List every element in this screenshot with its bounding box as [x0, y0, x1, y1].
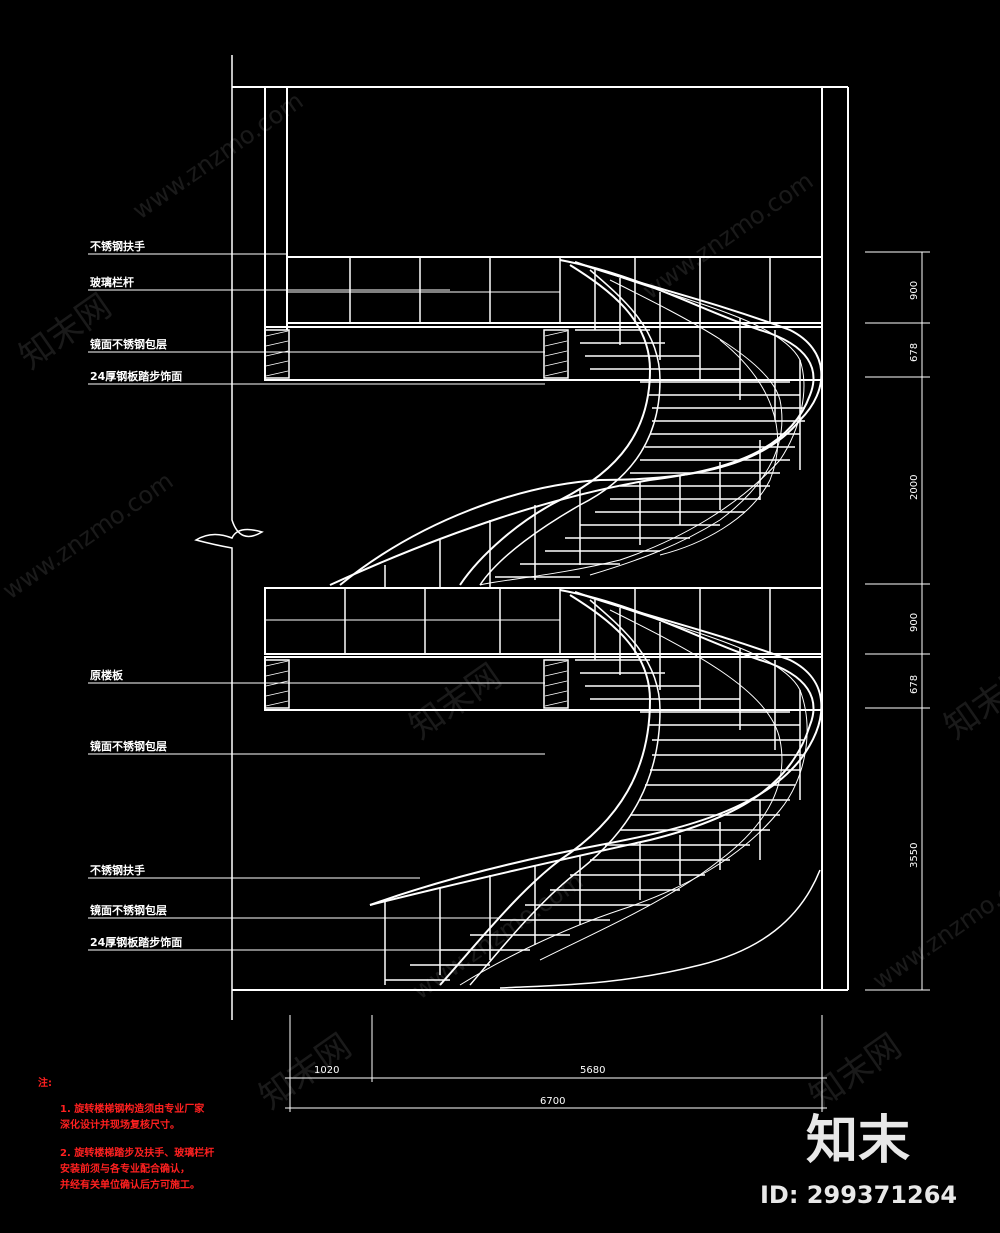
red-notes: 注: 1. 旋转楼梯钢构造须由专业厂家 深化设计并现场复核尺寸。 2. 旋转楼梯…	[38, 1076, 214, 1191]
upper-landing	[264, 256, 823, 381]
label-steel-beam-1: 24厚钢板踏步饰面	[90, 369, 182, 383]
upper-beam-right	[543, 329, 569, 379]
lower-outer-stringer	[369, 589, 815, 906]
lower-beam-left	[264, 659, 290, 709]
brand-logo: 知末 ID: 299371264	[760, 1111, 957, 1209]
dim-bottom-5680: 5680	[580, 1065, 605, 1076]
upper-balusters	[384, 268, 801, 588]
right-dimension-values: 900 678 2000 900 678 3550	[909, 281, 920, 868]
watermark-brand-3: 知末网	[252, 1026, 358, 1117]
watermark-site-5: www.znzmo.com	[867, 857, 1000, 995]
bottom-dimension-chain	[285, 1015, 827, 1112]
dim-right-678-b: 678	[909, 675, 920, 694]
notes-line-2c: 并经有关单位确认后方可施工。	[60, 1178, 200, 1191]
notes-title: 注:	[38, 1076, 52, 1089]
upper-beam-left	[264, 329, 290, 379]
upper-outer-stringer	[329, 259, 815, 586]
label-handrail-top: 不锈钢扶手	[90, 239, 145, 253]
notes-line-1a: 1. 旋转楼梯钢构造须由专业厂家	[60, 1102, 205, 1115]
left-break-line	[194, 55, 264, 1020]
lower-inner-stringer	[439, 594, 652, 986]
watermark-site-1: www.znzmo.com	[127, 87, 308, 225]
lower-guardrail	[264, 587, 823, 655]
lower-landing	[264, 587, 823, 711]
bottom-dimension-values: 1020 5680 6700	[314, 1065, 605, 1107]
watermark-site-2: www.znzmo.com	[637, 167, 818, 305]
dim-bottom-1020: 1020	[314, 1065, 339, 1076]
dim-right-900-b: 900	[909, 613, 920, 632]
label-floor-slab: 原楼板	[90, 668, 124, 682]
label-side-panel-1: 镜面不锈钢包层	[90, 337, 167, 351]
upper-inner-handrail	[479, 269, 661, 586]
dim-right-2000: 2000	[909, 475, 920, 500]
watermark-brand-4: 知末网	[802, 1026, 908, 1117]
label-balustrade: 玻璃栏杆	[90, 275, 134, 289]
logo-text: 知末	[806, 1111, 910, 1171]
upper-inner-stringer	[459, 264, 652, 586]
label-handrail-bottom: 不锈钢扶手	[90, 863, 145, 877]
right-dimension-chain	[865, 251, 930, 991]
label-side-panel-2: 镜面不锈钢包层	[90, 739, 167, 753]
lower-treads	[385, 659, 805, 981]
lower-beam-right	[543, 659, 569, 709]
leader-lines	[88, 253, 545, 951]
logo-id: ID: 299371264	[760, 1181, 957, 1209]
dim-right-900-a: 900	[909, 281, 920, 300]
notes-line-1b: 深化设计并现场复核尺寸。	[60, 1118, 180, 1131]
dim-bottom-6700: 6700	[540, 1096, 565, 1107]
watermark-brand-5: 知末网	[937, 656, 1000, 747]
watermark-brand-1: 知末网	[12, 286, 118, 377]
watermark-brand-2: 知末网	[402, 656, 508, 747]
dim-right-678-a: 678	[909, 343, 920, 362]
dim-right-3550: 3550	[909, 843, 920, 868]
notes-line-2b: 安装前须与各专业配合确认，	[60, 1162, 190, 1175]
lower-handrail	[369, 591, 823, 906]
notes-line-2a: 2. 旋转楼梯踏步及扶手、玻璃栏杆	[60, 1146, 214, 1159]
upper-treads	[495, 329, 805, 578]
upper-spiral-flight	[329, 259, 823, 586]
label-steel-beam-2: 24厚钢板踏步饰面	[90, 935, 182, 949]
watermark-site-3: www.znzmo.com	[0, 467, 178, 605]
annotation-labels: 不锈钢扶手 玻璃栏杆 镜面不锈钢包层 24厚钢板踏步饰面 原楼板 镜面不锈钢包层…	[90, 239, 182, 949]
lower-inner-handrail	[469, 599, 661, 986]
label-side-panel-3: 镜面不锈钢包层	[90, 903, 167, 917]
